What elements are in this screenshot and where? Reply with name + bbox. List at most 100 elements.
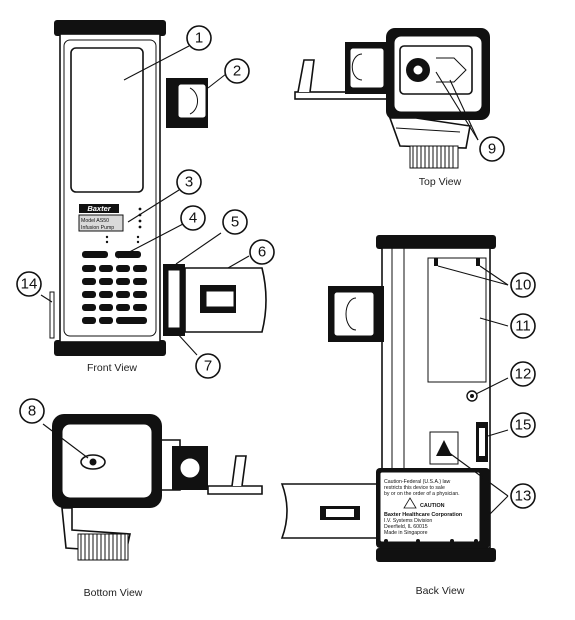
callout-number: 12 (515, 366, 532, 383)
keypad-key (82, 304, 96, 311)
keypad-key (99, 317, 113, 324)
brand-logo: Baxter (87, 204, 111, 213)
keypad-key (99, 265, 113, 272)
keypad-key (99, 304, 113, 311)
keypad-key (116, 304, 130, 311)
front-top-cap (54, 20, 166, 36)
callout: 1 (186, 25, 212, 51)
callout: 14 (16, 271, 42, 297)
callout-circle (510, 272, 536, 298)
keypad-key (116, 278, 130, 285)
keypad-key (133, 304, 147, 311)
bottom-view-caption: Bottom View (84, 587, 143, 599)
front-view: Baxter Model AS50 Infusion Pump (49, 20, 267, 356)
indicator-light (138, 225, 142, 229)
callout: 5 (222, 209, 248, 235)
callout-number: 11 (515, 318, 531, 335)
callout-circle (510, 361, 536, 387)
callout-circle (479, 136, 505, 162)
callout-circle (180, 205, 206, 231)
indicator-light (105, 240, 109, 244)
callout-circle (224, 58, 250, 84)
callout: 7 (195, 353, 221, 379)
callout: 11 (510, 313, 536, 339)
callout: 10 (510, 272, 536, 298)
callout-circle (510, 483, 536, 509)
callout: 4 (180, 205, 206, 231)
keypad-key (133, 278, 147, 285)
callout-number: 9 (488, 141, 496, 158)
keypad-key (133, 265, 147, 272)
keypad-key (116, 265, 130, 272)
callout: 12 (510, 361, 536, 387)
keypad-key (133, 291, 147, 298)
display-window (70, 47, 144, 193)
address-line-1: I.V. Systems Division (384, 518, 432, 524)
top-view (294, 28, 490, 169)
callout-number: 5 (231, 214, 239, 231)
callout-number: 14 (21, 276, 38, 293)
callout-circle (16, 271, 42, 297)
back-view-caption: Back View (416, 585, 465, 597)
callout-number: 8 (28, 403, 36, 420)
front-panel-border (63, 39, 157, 337)
keypad-key (82, 317, 96, 324)
model-label (78, 214, 124, 232)
model-line-2: Infusion Pump (81, 225, 114, 231)
callout: 9 (479, 136, 505, 162)
pole-clamp-front (166, 78, 208, 128)
door-latch-front (163, 264, 267, 336)
indicator-light (136, 240, 140, 244)
callout-circle (249, 239, 275, 265)
bottom-view (52, 414, 263, 561)
callout-number: 6 (258, 244, 266, 261)
keypad-key (82, 251, 108, 258)
leader-lines (40, 45, 509, 521)
keypad-key (99, 291, 113, 298)
address-line-3: Made in Singapore (384, 530, 428, 536)
keypad (82, 251, 147, 324)
company-name: Baxter Healthcare Corporation (384, 512, 462, 518)
callout-circle (510, 313, 536, 339)
brand-plate (79, 204, 119, 213)
front-bottom-cap (54, 340, 166, 356)
side-tube-channel (49, 291, 55, 339)
callout-number: 10 (515, 277, 532, 294)
callout-circle (222, 209, 248, 235)
callout: 2 (224, 58, 250, 84)
indicator-light (138, 219, 142, 223)
indicator-light (136, 235, 140, 239)
callout-number: 2 (233, 63, 241, 80)
address-line-2: Deerfield, IL 60015 (384, 524, 428, 530)
caution-line-1: Caution-Federal (U.S.A.) law (384, 479, 451, 485)
callout: 8 (19, 398, 45, 424)
back-view: Caution-Federal (U.S.A.) law restricts t… (280, 235, 496, 562)
callout-number: 15 (515, 417, 532, 434)
callout-circle (176, 169, 202, 195)
front-view-caption: Front View (87, 362, 137, 374)
callout-circle (186, 25, 212, 51)
keypad-key (82, 291, 96, 298)
callout: 13 (510, 483, 536, 509)
top-view-caption: Top View (419, 176, 462, 188)
keypad-key (82, 278, 96, 285)
callout-number: 3 (185, 174, 193, 191)
caution-heading: CAUTION (420, 503, 445, 509)
callout-circle (510, 412, 536, 438)
keypad-key (116, 317, 147, 324)
indicator-light (138, 207, 142, 211)
callout: 3 (176, 169, 202, 195)
callout-number: 7 (204, 358, 212, 375)
indicator-light (105, 235, 109, 239)
caution-line-2: restricts this device to sale (384, 485, 445, 491)
warning-icon (403, 497, 417, 509)
keypad-key (116, 291, 130, 298)
keypad-key (82, 265, 96, 272)
callout-number: 13 (515, 488, 532, 505)
callout-circle (19, 398, 45, 424)
callout-number: 4 (189, 210, 197, 227)
keypad-key (99, 278, 113, 285)
callout: 6 (249, 239, 275, 265)
model-line-1: Model AS50 (81, 218, 109, 224)
